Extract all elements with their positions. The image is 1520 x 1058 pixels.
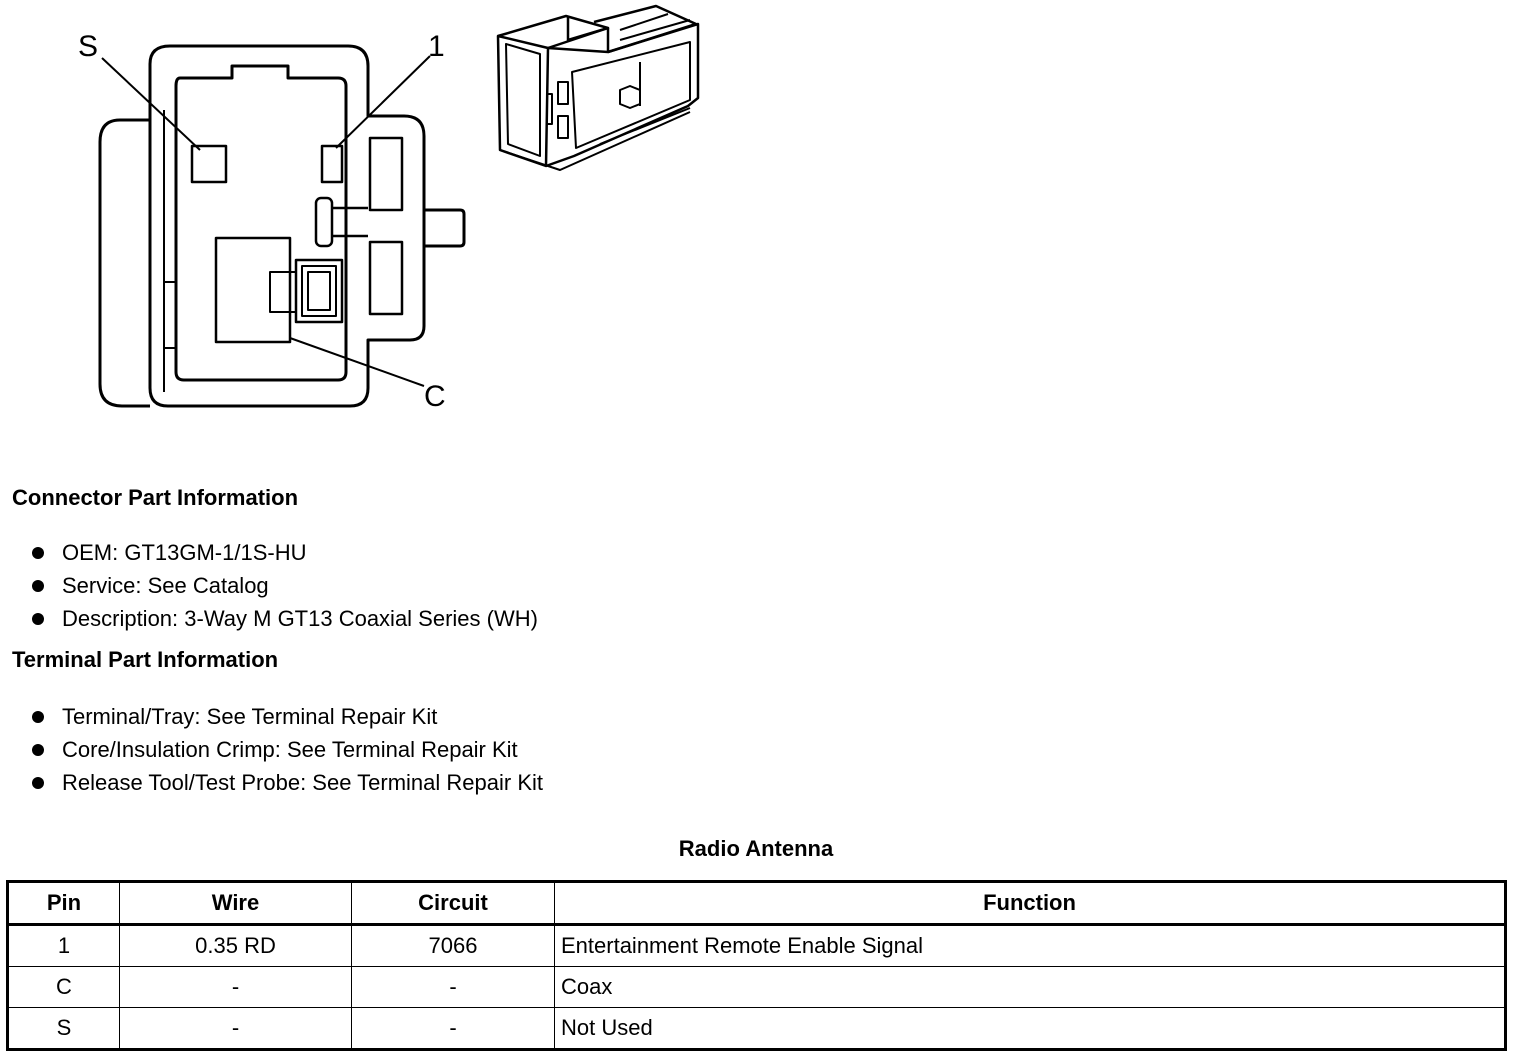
list-item: Core/Insulation Crimp: See Terminal Repa… <box>30 733 543 766</box>
connector-cavity <box>174 64 348 382</box>
bullet-icon <box>32 777 44 789</box>
right-slot-upper <box>368 136 404 212</box>
table-title: Radio Antenna <box>678 836 834 861</box>
cell-circuit: 7066 <box>351 924 555 967</box>
list-item-text: OEM: GT13GM-1/1S-HU <box>62 540 307 565</box>
cell-function: Not Used <box>554 1007 1506 1050</box>
cell-circuit: - <box>351 1007 555 1050</box>
list-item: Terminal/Tray: See Terminal Repair Kit <box>30 700 543 733</box>
cell-wire: - <box>119 1007 352 1050</box>
cell-wire: - <box>119 966 352 1008</box>
connector-info-list: OEM: GT13GM-1/1S-HU Service: See Catalog… <box>30 536 538 635</box>
pin-label-s: S <box>78 30 98 63</box>
table-row: S - - Not Used <box>7 1007 1506 1050</box>
cell-pin: C <box>7 966 120 1008</box>
connector-info-title: Connector Part Information <box>12 485 299 510</box>
cell-function: Entertainment Remote Enable Signal <box>554 924 1506 967</box>
list-item-text: Core/Insulation Crimp: See Terminal Repa… <box>62 737 518 762</box>
table-row: C - - Coax <box>7 966 1506 1008</box>
terminal-info-list: Terminal/Tray: See Terminal Repair Kit C… <box>30 700 543 799</box>
table-row: 1 0.35 RD 7066 Entertainment Remote Enab… <box>7 924 1506 967</box>
list-item-text: Description: 3-Way M GT13 Coaxial Series… <box>62 606 538 631</box>
cell-pin: S <box>7 1007 120 1050</box>
list-item-text: Service: See Catalog <box>62 573 269 598</box>
pin-label-1: 1 <box>428 30 445 63</box>
side-tab <box>424 208 466 248</box>
list-item-text: Terminal/Tray: See Terminal Repair Kit <box>62 704 438 729</box>
cell-pin: 1 <box>7 924 120 967</box>
bullet-icon <box>32 613 44 625</box>
cell-function: Coax <box>554 966 1506 1008</box>
terminal-c <box>214 236 292 344</box>
header-wire: Wire <box>119 881 352 926</box>
header-circuit: Circuit <box>351 881 555 926</box>
cell-wire: 0.35 RD <box>119 924 352 967</box>
list-item: OEM: GT13GM-1/1S-HU <box>30 536 538 569</box>
connector-3d-view <box>496 4 700 171</box>
bullet-icon <box>32 711 44 723</box>
table-header-row: Pin Wire Circuit Function <box>7 881 1506 926</box>
terminal-1 <box>320 144 344 184</box>
header-function: Function <box>554 881 1506 926</box>
list-item: Description: 3-Way M GT13 Coaxial Series… <box>30 602 538 635</box>
bullet-icon <box>32 744 44 756</box>
pinout-table: Pin Wire Circuit Function 1 0.35 RD 7066… <box>6 880 1507 1051</box>
terminal-s <box>190 144 228 184</box>
connector-diagram: S 1 C <box>78 4 700 413</box>
terminal-info-title: Terminal Part Information <box>12 647 279 672</box>
list-item-text: Release Tool/Test Probe: See Terminal Re… <box>62 770 543 795</box>
header-pin: Pin <box>7 881 120 926</box>
list-item: Release Tool/Test Probe: See Terminal Re… <box>30 766 543 799</box>
list-item: Service: See Catalog <box>30 569 538 602</box>
coax-key <box>294 258 344 324</box>
bullet-icon <box>32 580 44 592</box>
pin-label-c: C <box>424 380 446 413</box>
bullet-icon <box>32 547 44 559</box>
connector-back-shell <box>98 118 150 408</box>
connector-housing <box>148 44 426 408</box>
lock-tab <box>314 196 334 248</box>
cell-circuit: - <box>351 966 555 1008</box>
right-slot-lower <box>368 240 404 316</box>
